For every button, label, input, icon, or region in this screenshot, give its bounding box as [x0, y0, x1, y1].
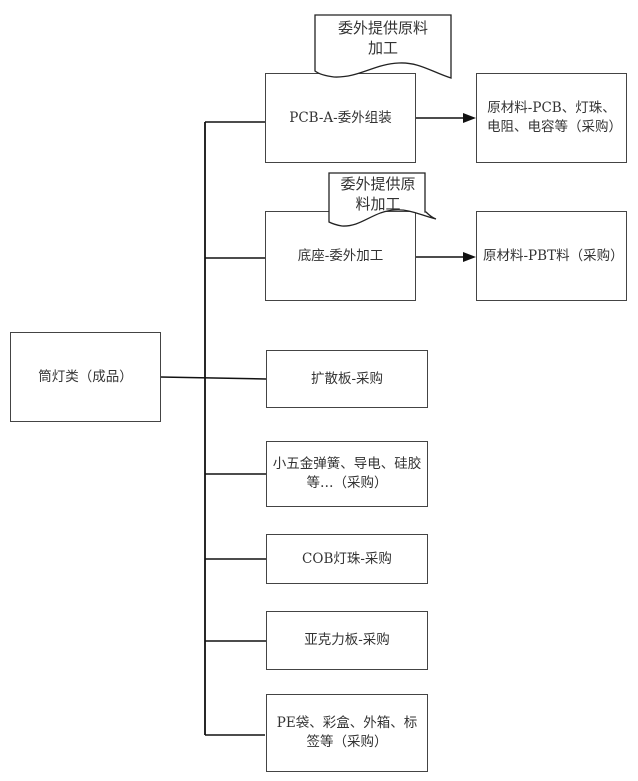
note-line: 委外提供原	[340, 175, 416, 193]
child-node-diffuser: 扩散板-采购	[266, 350, 428, 408]
document-note-2-text: 委外提供原 料加工	[328, 174, 428, 214]
note-line: 委外提供原料	[337, 19, 428, 37]
leaf-node-pbt-material: 原材料-PBT料（采购）	[476, 211, 627, 301]
child-node-packaging: PE袋、彩盒、外箱、标签等（采购）	[266, 694, 428, 772]
root-node-label: 筒灯类（成品）	[38, 368, 133, 385]
arrowhead-2	[463, 252, 476, 262]
child-node-label: 底座-委外加工	[297, 247, 384, 264]
note-line: 加工	[367, 39, 398, 57]
child-node-cob-led: COB灯珠-采购	[266, 534, 428, 584]
note-line: 料加工	[355, 195, 401, 213]
root-node: 筒灯类（成品）	[10, 332, 161, 422]
leaf-node-pcb-materials: 原材料-PCB、灯珠、电阻、电容等（采购）	[476, 73, 627, 163]
child-node-label: COB灯珠-采购	[302, 550, 392, 567]
child-node-label: 小五金弹簧、导电、硅胶等…（采购）	[272, 456, 422, 491]
document-note-1-text: 委外提供原料 加工	[314, 18, 452, 58]
document-note-2	[328, 172, 437, 227]
child-node-hardware: 小五金弹簧、导电、硅胶等…（采购）	[266, 441, 428, 507]
root-connector	[159, 376, 267, 380]
leaf-node-label: 原材料-PBT料（采购）	[483, 247, 624, 264]
child-node-label: PCB-A-委外组装	[289, 109, 392, 126]
child-node-label: PE袋、彩盒、外箱、标签等（采购）	[276, 715, 418, 750]
child-node-acrylic: 亚克力板-采购	[266, 611, 428, 670]
child-node-pcb-a: PCB-A-委外组装	[265, 73, 416, 163]
child-node-label: 亚克力板-采购	[304, 632, 390, 648]
document-note-1	[314, 14, 452, 79]
leaf-node-label: 原材料-PCB、灯珠、电阻、电容等（采购）	[487, 100, 622, 135]
arrowhead-1	[463, 113, 476, 123]
child-node-label: 扩散板-采购	[310, 370, 384, 387]
